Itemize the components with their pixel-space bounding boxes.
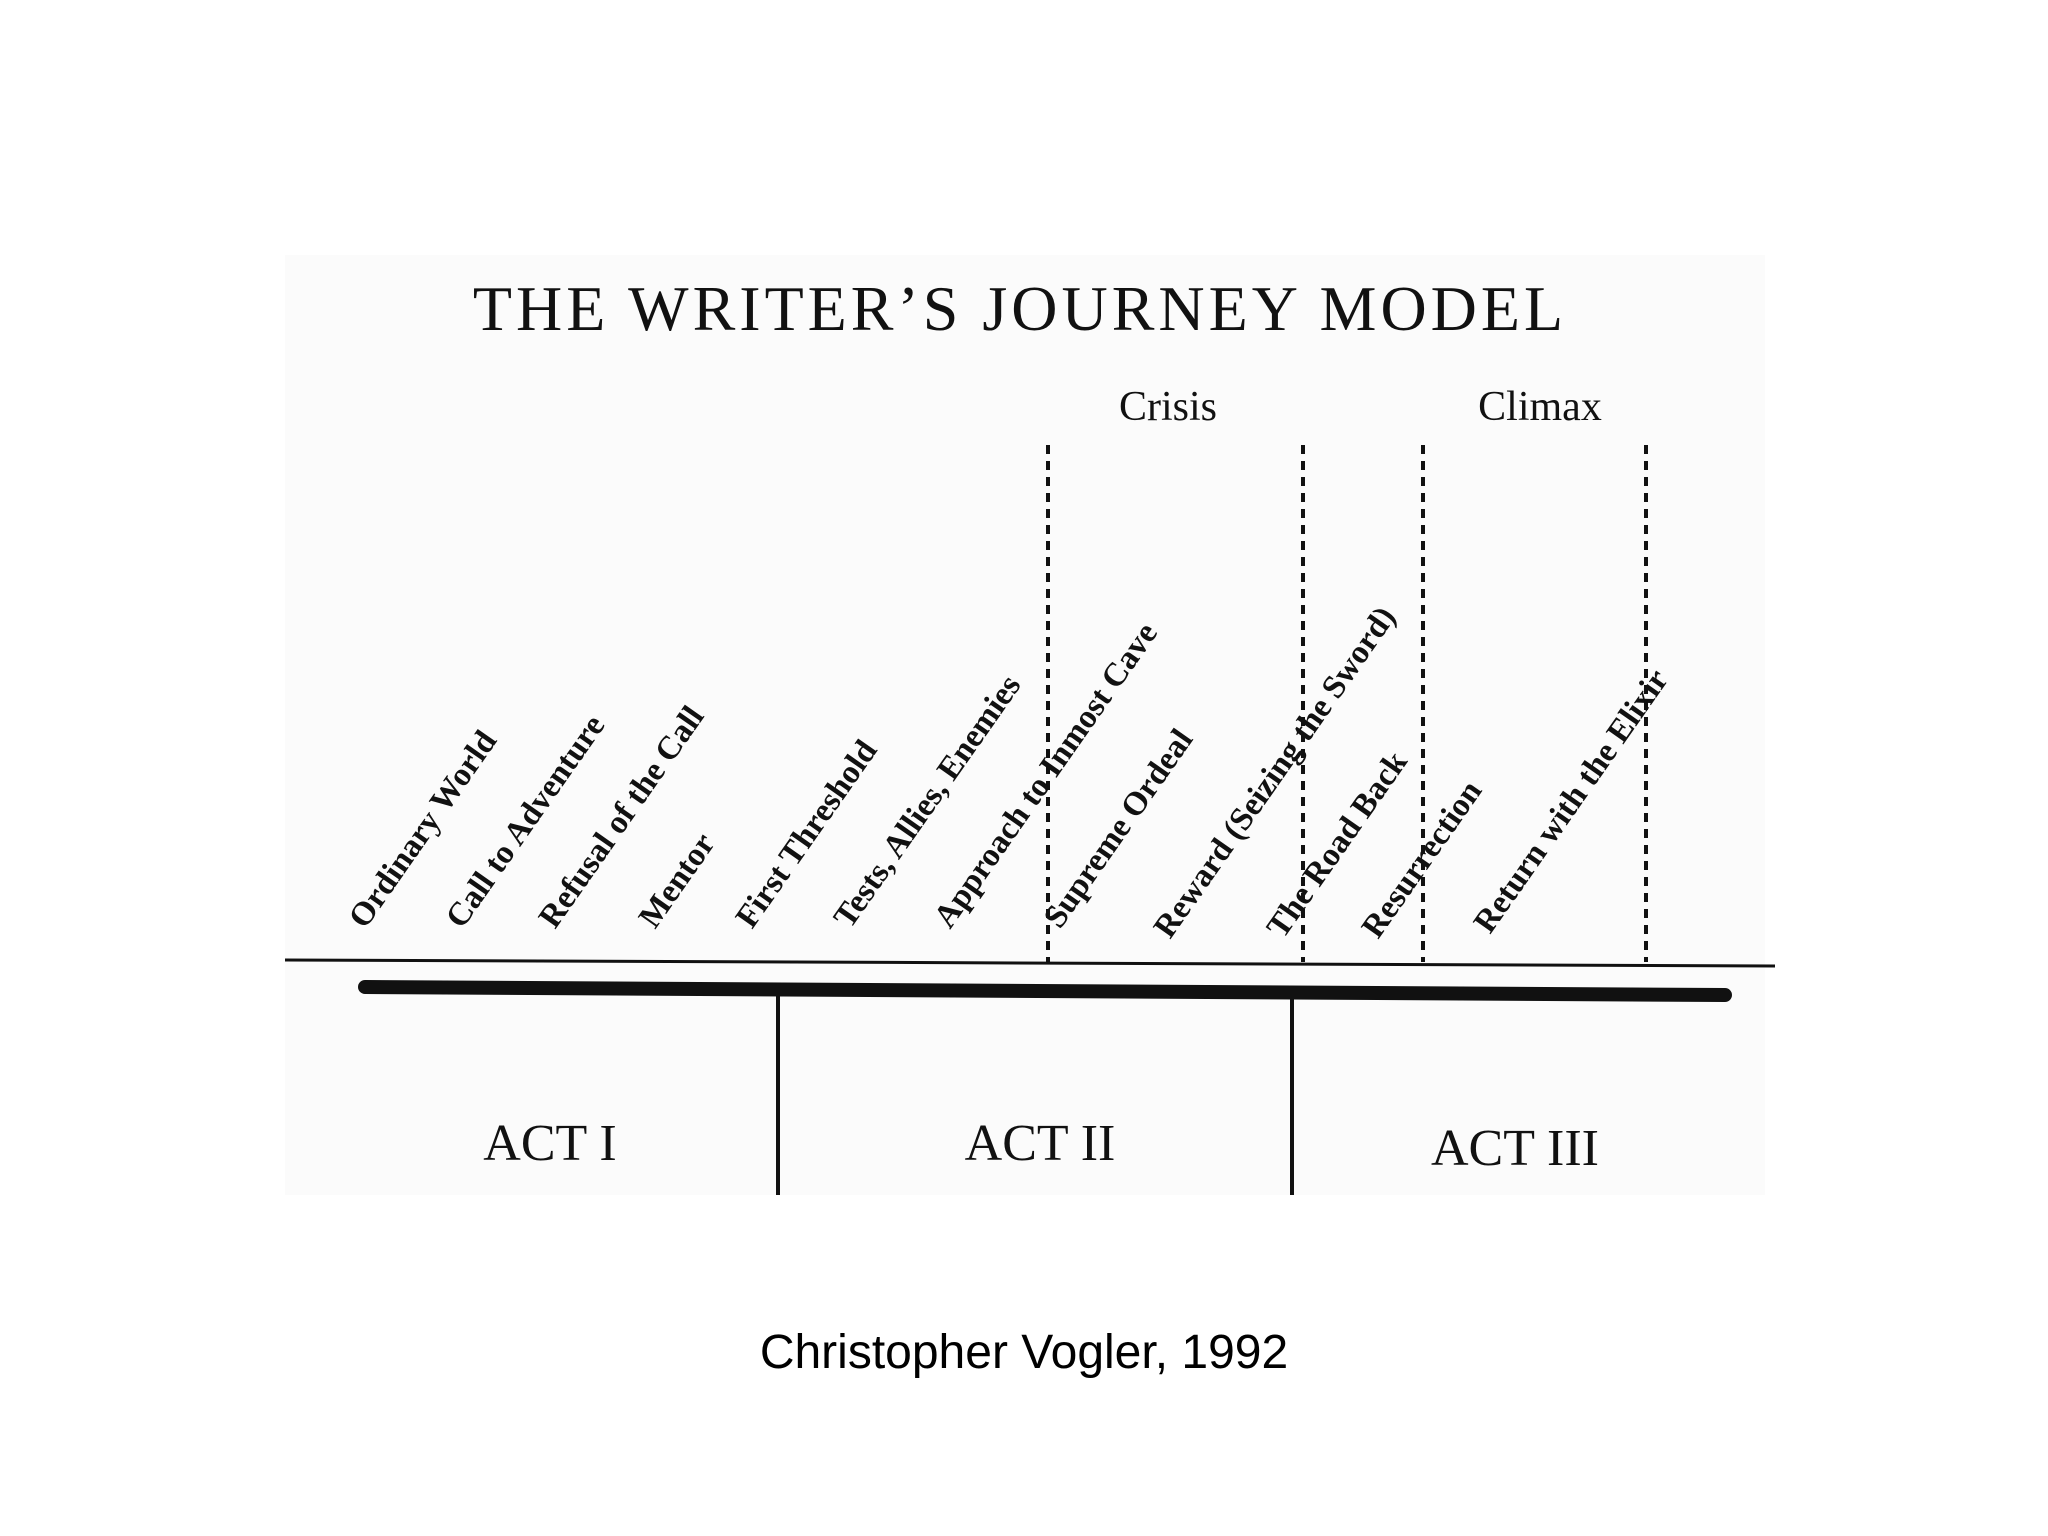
act-label-1: ACT I [483, 1115, 616, 1172]
act-bar [358, 980, 1732, 1002]
zone-label-climax: Climax [1478, 384, 1602, 430]
zone-label-crisis: Crisis [1119, 384, 1217, 430]
diagram-panel [285, 255, 1765, 1195]
diagram-title: THE WRITER’S JOURNEY MODEL [473, 273, 1567, 344]
act-label-3: ACT III [1431, 1120, 1599, 1177]
act-label-2: ACT II [965, 1115, 1116, 1172]
stage-baseline [284, 958, 1776, 968]
caption: Christopher Vogler, 1992 [759, 1326, 1289, 1379]
